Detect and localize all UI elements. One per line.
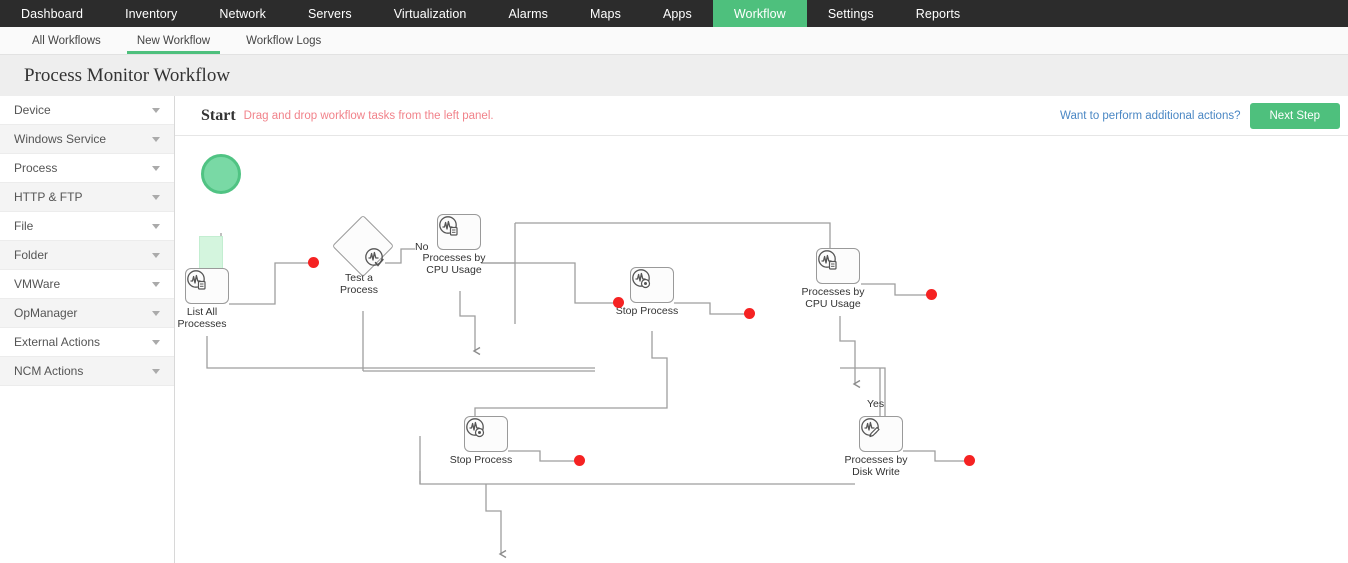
endpoint-dot[interactable]: [308, 257, 319, 268]
task-palette-sidebar: Device Windows Service Process HTTP & FT…: [0, 96, 175, 563]
decision-diamond-shape: [331, 214, 395, 278]
subnav-item-new-workflow[interactable]: New Workflow: [119, 27, 228, 54]
page-title: Process Monitor Workflow: [24, 64, 231, 86]
topnav-item-inventory[interactable]: Inventory: [125, 6, 178, 21]
endpoint-dot[interactable]: [926, 289, 937, 300]
sidebar-item-label: NCM Actions: [14, 364, 84, 378]
canvas-header: Start Drag and drop workflow tasks from …: [175, 96, 1348, 136]
sidebar-item-label: OpManager: [14, 306, 78, 320]
sidebar-item-label: Folder: [14, 248, 49, 262]
edge-label-yes: Yes: [867, 398, 885, 410]
sidebar-item-label: HTTP & FTP: [14, 190, 83, 204]
workflow-node-stop-process-1[interactable]: Stop Process: [616, 267, 678, 317]
sidebar-item-label: VMWare: [14, 277, 61, 291]
sidebar-item-external-actions[interactable]: External Actions: [0, 328, 174, 357]
topnav-item-reports[interactable]: Reports: [915, 6, 961, 21]
workflow-canvas[interactable]: List All Processes Test a Process: [175, 136, 1348, 563]
drop-zone-highlight[interactable]: [199, 236, 223, 269]
chevron-down-icon: [152, 252, 160, 258]
gauge-edit-icon: [861, 418, 880, 438]
sub-navigation-bar: All Workflows New Workflow Workflow Logs: [0, 27, 1348, 55]
sidebar-item-file[interactable]: File: [0, 212, 174, 241]
workflow-start-node[interactable]: [201, 154, 241, 194]
sidebar-item-ncm-actions[interactable]: NCM Actions: [0, 357, 174, 386]
gauge-list-icon: [187, 270, 206, 290]
workflow-node-processes-by-disk-write[interactable]: Processes by Disk Write: [844, 416, 908, 478]
topnav-item-alarms[interactable]: Alarms: [508, 6, 548, 21]
topnav-item-virtualization[interactable]: Virtualization: [393, 6, 467, 21]
node-label: Processes by CPU Usage: [422, 252, 486, 276]
chevron-down-icon: [152, 165, 160, 171]
gauge-stop-icon: [466, 418, 485, 438]
workflow-canvas-column: Start Drag and drop workflow tasks from …: [175, 96, 1348, 563]
body-wrapper: Device Windows Service Process HTTP & FT…: [0, 96, 1348, 563]
node-label: Processes by Disk Write: [844, 454, 908, 478]
next-step-button[interactable]: Next Step: [1249, 102, 1340, 129]
node-label: Processes by CPU Usage: [801, 286, 865, 310]
node-icon-box: [630, 267, 674, 303]
sidebar-item-label: File: [14, 219, 34, 233]
sidebar-item-label: Device: [14, 103, 51, 117]
canvas-header-actions: Want to perform additional actions? Next…: [1060, 102, 1340, 129]
endpoint-dot[interactable]: [574, 455, 585, 466]
sidebar-item-folder[interactable]: Folder: [0, 241, 174, 270]
edge-label-no: No: [415, 241, 429, 253]
topnav-item-network[interactable]: Network: [219, 6, 266, 21]
sidebar-item-windows-service[interactable]: Windows Service: [0, 125, 174, 154]
topnav-item-workflow[interactable]: Workflow: [712, 0, 807, 27]
endpoint-dot[interactable]: [613, 297, 624, 308]
topnav-item-maps[interactable]: Maps: [589, 6, 621, 21]
gauge-list-icon: [818, 250, 837, 270]
chevron-down-icon: [152, 136, 160, 142]
top-navigation-bar: Dashboard Inventory Network Servers Virt…: [0, 0, 1348, 27]
node-icon-box: [859, 416, 903, 452]
chevron-down-icon: [152, 310, 160, 316]
chevron-down-icon: [152, 339, 160, 345]
topnav-item-apps[interactable]: Apps: [662, 6, 692, 21]
sidebar-item-opmanager[interactable]: OpManager: [0, 299, 174, 328]
node-icon-box: [437, 214, 481, 250]
node-label: Stop Process: [615, 305, 679, 317]
additional-actions-link[interactable]: Want to perform additional actions?: [1060, 109, 1241, 122]
workflow-node-stop-process-2[interactable]: Stop Process: [450, 416, 512, 466]
sidebar-item-vmware[interactable]: VMWare: [0, 270, 174, 299]
drag-drop-hint: Drag and drop workflow tasks from the le…: [243, 109, 494, 122]
node-label: List All Processes: [177, 306, 227, 330]
subnav-item-all-workflows[interactable]: All Workflows: [32, 34, 101, 47]
workflow-node-list-all-processes[interactable]: List All Processes: [177, 268, 229, 330]
gauge-stop-icon: [632, 269, 651, 289]
gauge-check-icon: [365, 248, 384, 267]
workflow-connectors: [204, 222, 965, 559]
sidebar-item-label: Windows Service: [14, 132, 107, 146]
endpoint-dot[interactable]: [744, 308, 755, 319]
node-icon-box: [185, 268, 229, 304]
sidebar-item-label: External Actions: [14, 335, 101, 349]
endpoint-dot[interactable]: [964, 455, 975, 466]
sidebar-item-process[interactable]: Process: [0, 154, 174, 183]
sidebar-item-device[interactable]: Device: [0, 96, 174, 125]
node-icon-box: [816, 248, 860, 284]
topnav-item-dashboard[interactable]: Dashboard: [21, 6, 84, 21]
topnav-item-settings[interactable]: Settings: [827, 6, 874, 21]
topnav-item-servers[interactable]: Servers: [307, 6, 352, 21]
chevron-down-icon: [152, 223, 160, 229]
node-icon-box: [464, 416, 508, 452]
node-label: Test a Process: [340, 272, 378, 296]
gauge-list-icon: [439, 216, 458, 236]
chevron-down-icon: [152, 281, 160, 287]
sidebar-item-label: Process: [14, 161, 58, 175]
chevron-down-icon: [152, 194, 160, 200]
chevron-down-icon: [152, 368, 160, 374]
workflow-node-processes-by-cpu-usage-1[interactable]: Processes by CPU Usage: [422, 214, 486, 276]
subnav-item-workflow-logs[interactable]: Workflow Logs: [246, 34, 322, 47]
workflow-node-test-a-process[interactable]: Test a Process: [331, 214, 395, 296]
chevron-down-icon: [152, 107, 160, 113]
start-heading: Start: [201, 106, 236, 124]
node-label: Stop Process: [449, 454, 513, 466]
workflow-node-processes-by-cpu-usage-2[interactable]: Processes by CPU Usage: [801, 248, 865, 310]
sidebar-item-http-ftp[interactable]: HTTP & FTP: [0, 183, 174, 212]
page-title-bar: Process Monitor Workflow: [0, 55, 1348, 96]
